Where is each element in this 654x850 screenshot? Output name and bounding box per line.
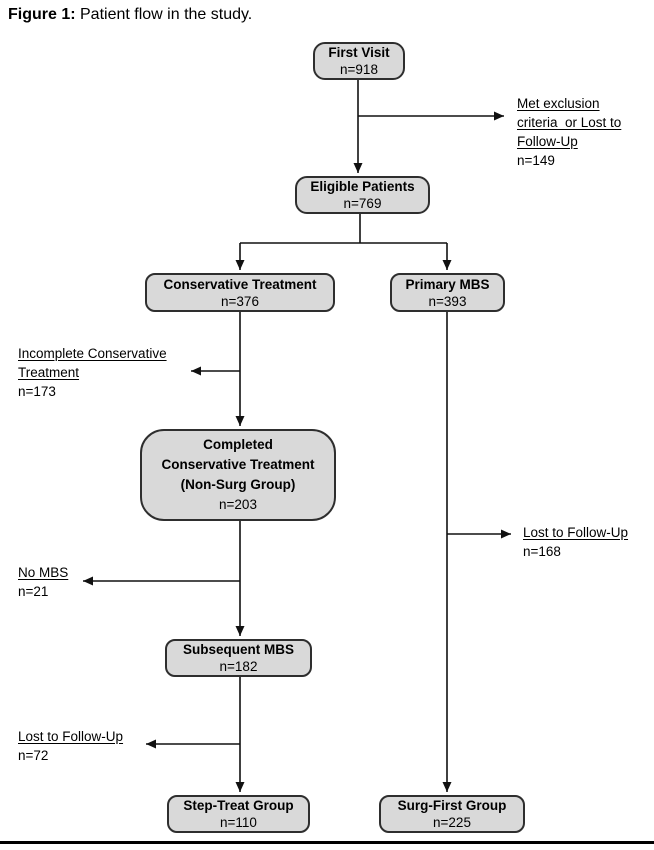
box-conservative-treatment-label: Conservative Treatment (163, 276, 317, 292)
label-incomplete-conservative: Incomplete Conservative Treatment n=173 (18, 344, 167, 401)
label-no-mbs-line1: No MBS (18, 565, 69, 580)
bottom-rule (0, 841, 654, 844)
box-primary-mbs: Primary MBS n=393 (390, 273, 505, 312)
box-step-treat-group: Step-Treat Group n=110 (167, 795, 310, 833)
label-lost-right-n: n=168 (523, 544, 561, 559)
figure-caption-text: Patient flow in the study. (75, 6, 253, 23)
box-subsequent-mbs-label: Subsequent MBS (182, 642, 294, 657)
box-completed-n: n=203 (219, 497, 257, 512)
figure-caption-prefix: Figure 1: (8, 6, 76, 23)
label-incomplete-n: n=173 (18, 384, 56, 399)
box-first-visit: First Visit n=918 (313, 42, 405, 80)
label-exclusion-line3: Follow-Up (517, 134, 578, 149)
box-step-treat-group-n: n=110 (220, 815, 257, 830)
label-lost-right-line1: Lost to Follow-Up (523, 525, 629, 540)
label-lost-left-n: n=72 (18, 748, 49, 763)
box-eligible-patients-n: n=769 (343, 196, 382, 211)
box-primary-mbs-label: Primary MBS (405, 276, 490, 292)
label-exclusion-line2: criteria or Lost to (517, 115, 622, 130)
box-step-treat-group-label: Step-Treat Group (183, 798, 294, 813)
label-no-mbs: No MBS n=21 (18, 563, 68, 601)
label-exclusion: Met exclusion criteria or Lost to Follow… (517, 94, 621, 170)
label-lost-followup-left: Lost to Follow-Up n=72 (18, 727, 123, 765)
box-subsequent-mbs-n: n=182 (219, 659, 258, 674)
label-no-mbs-n: n=21 (18, 584, 49, 599)
box-surg-first-group: Surg-First Group n=225 (379, 795, 525, 833)
label-incomplete-line2: Treatment (18, 365, 80, 380)
label-lost-left-line1: Lost to Follow-Up (18, 729, 124, 744)
box-primary-mbs-n: n=393 (428, 293, 467, 309)
box-first-visit-n: n=918 (340, 62, 378, 77)
label-lost-followup-right: Lost to Follow-Up n=168 (523, 523, 628, 561)
box-eligible-patients: Eligible Patients n=769 (295, 176, 430, 214)
label-exclusion-line1: Met exclusion (517, 96, 600, 111)
box-completed-line3: (Non-Surg Group) (180, 477, 296, 492)
box-completed-conservative: Completed Conservative Treatment (Non-Su… (140, 429, 336, 521)
box-subsequent-mbs: Subsequent MBS n=182 (165, 639, 312, 677)
box-surg-first-group-label: Surg-First Group (397, 798, 507, 813)
figure-caption: Figure 1: Patient flow in the study. (8, 6, 252, 24)
box-conservative-treatment-n: n=376 (221, 293, 259, 309)
box-surg-first-group-n: n=225 (433, 815, 471, 830)
box-first-visit-label: First Visit (328, 45, 390, 60)
box-completed-line2: Conservative Treatment (161, 457, 315, 472)
box-conservative-treatment: Conservative Treatment n=376 (145, 273, 335, 312)
box-completed-line1: Completed (203, 437, 273, 452)
box-eligible-patients-label: Eligible Patients (310, 179, 415, 194)
label-incomplete-line1: Incomplete Conservative (18, 346, 167, 361)
label-exclusion-n: n=149 (517, 153, 555, 168)
